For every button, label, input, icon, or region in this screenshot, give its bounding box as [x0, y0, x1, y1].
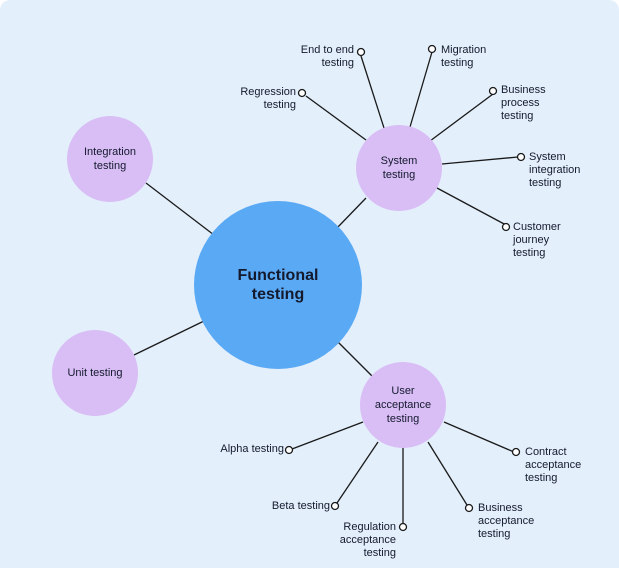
link-system-migration	[409, 51, 433, 128]
branch-node-unit-testing: Unit testing	[52, 330, 138, 416]
end-dot-alpha	[284, 445, 294, 455]
leaf-end-to-end-testing: End to end testing	[300, 44, 354, 69]
end-dot-customer-journey	[501, 222, 511, 232]
link-center-unit	[133, 320, 205, 356]
leaf-system-integration-testing: System integration testing	[529, 151, 581, 189]
branch-label-unit: Unit testing	[67, 367, 123, 379]
end-dot-business-process	[488, 86, 498, 96]
link-system-system-integration	[441, 156, 519, 165]
end-dot-end-to-end	[356, 47, 366, 57]
branch-node-system-testing: System testing	[356, 125, 442, 211]
branch-label-uat: User acceptance testing	[374, 385, 432, 425]
leaf-migration-testing: Migration testing	[441, 44, 487, 69]
link-system-customer-journey	[436, 187, 507, 226]
leaf-customer-journey-testing: Customer journey testing	[513, 221, 561, 259]
link-system-regression	[305, 95, 367, 141]
leaf-business-process-testing: Business process testing	[501, 84, 546, 122]
end-dot-migration	[427, 44, 437, 54]
link-center-uat	[337, 341, 373, 377]
end-dot-beta	[330, 501, 340, 511]
link-system-business-process	[429, 93, 494, 142]
end-dot-business-acceptance	[464, 503, 474, 513]
branch-node-integration-testing: Integration testing	[67, 116, 153, 202]
leaf-regression-testing: Regression testing	[240, 86, 296, 111]
leaf-regulation-acceptance-testing: Regulation acceptance testing	[339, 521, 396, 559]
leaf-beta-testing: Beta testing	[271, 500, 330, 512]
center-node-label: Functional testing	[237, 267, 319, 303]
branch-node-user-acceptance-testing: User acceptance testing	[360, 362, 446, 448]
end-dot-regulation	[398, 522, 408, 532]
link-center-integration	[145, 182, 215, 236]
link-system-end-to-end	[360, 55, 385, 129]
link-uat-alpha	[291, 421, 364, 450]
link-center-system	[336, 197, 367, 229]
end-dot-contract	[511, 447, 521, 457]
leaf-business-acceptance-testing: Business acceptance testing	[478, 502, 535, 540]
end-dot-regression	[297, 88, 307, 98]
link-uat-contract	[443, 421, 515, 453]
link-uat-beta	[336, 441, 379, 504]
branch-label-system: System testing	[380, 155, 418, 181]
leaf-contract-acceptance-testing: Contract acceptance testing	[525, 446, 582, 484]
leaf-alpha-testing: Alpha testing	[220, 443, 284, 455]
link-uat-business-acceptance	[427, 441, 468, 506]
center-node-functional-testing: Functional testing	[194, 201, 362, 369]
branch-label-integration: Integration testing	[84, 146, 136, 172]
end-dot-system-integration	[516, 152, 526, 162]
